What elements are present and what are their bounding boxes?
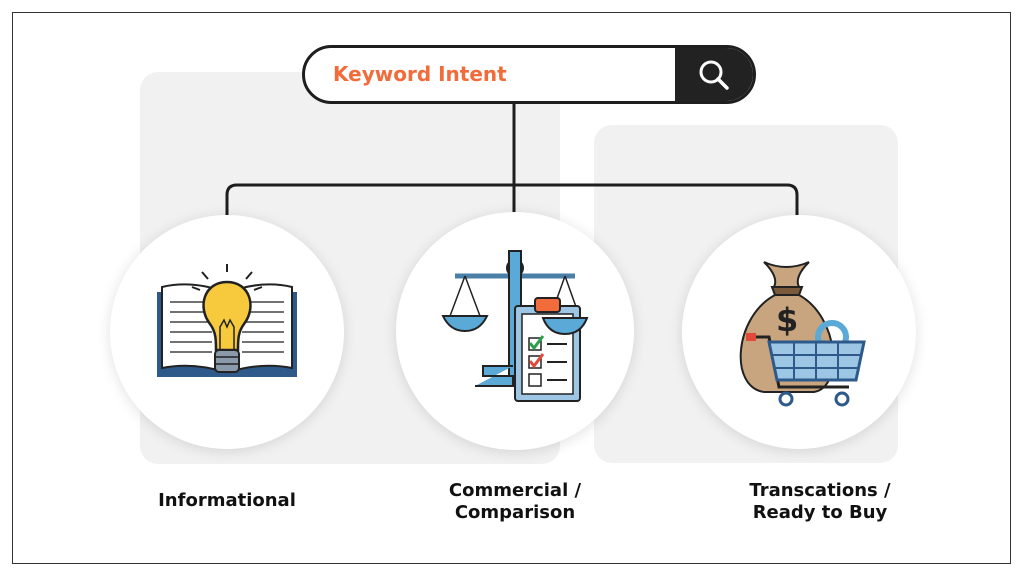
scale-checklist-icon — [441, 250, 589, 402]
frame-border — [12, 12, 1011, 564]
commercial-label-line2: Comparison — [454, 502, 576, 523]
informational-label: Informational — [158, 490, 296, 511]
transactional-circle: $ — [682, 215, 916, 449]
open-book-lightbulb-icon — [157, 264, 297, 377]
dollar-sign-icon: $ — [776, 301, 798, 339]
commercial-circle — [396, 212, 634, 450]
transactional-label: Transcations / Ready to Buy — [720, 480, 920, 524]
search-button[interactable] — [675, 48, 753, 101]
informational-circle — [110, 215, 344, 449]
keyword-intent-search-bar[interactable]: Keyword Intent — [302, 45, 756, 104]
commercial-label: Commercial / Comparison — [430, 480, 600, 524]
search-text: Keyword Intent — [333, 62, 507, 86]
money-bag-cart-icon: $ — [739, 261, 866, 407]
commercial-label-line1: Commercial / — [448, 480, 582, 501]
search-icon — [699, 60, 729, 90]
transactional-label-line1: Transcations / — [749, 480, 891, 501]
transactional-label-line2: Ready to Buy — [752, 502, 888, 523]
